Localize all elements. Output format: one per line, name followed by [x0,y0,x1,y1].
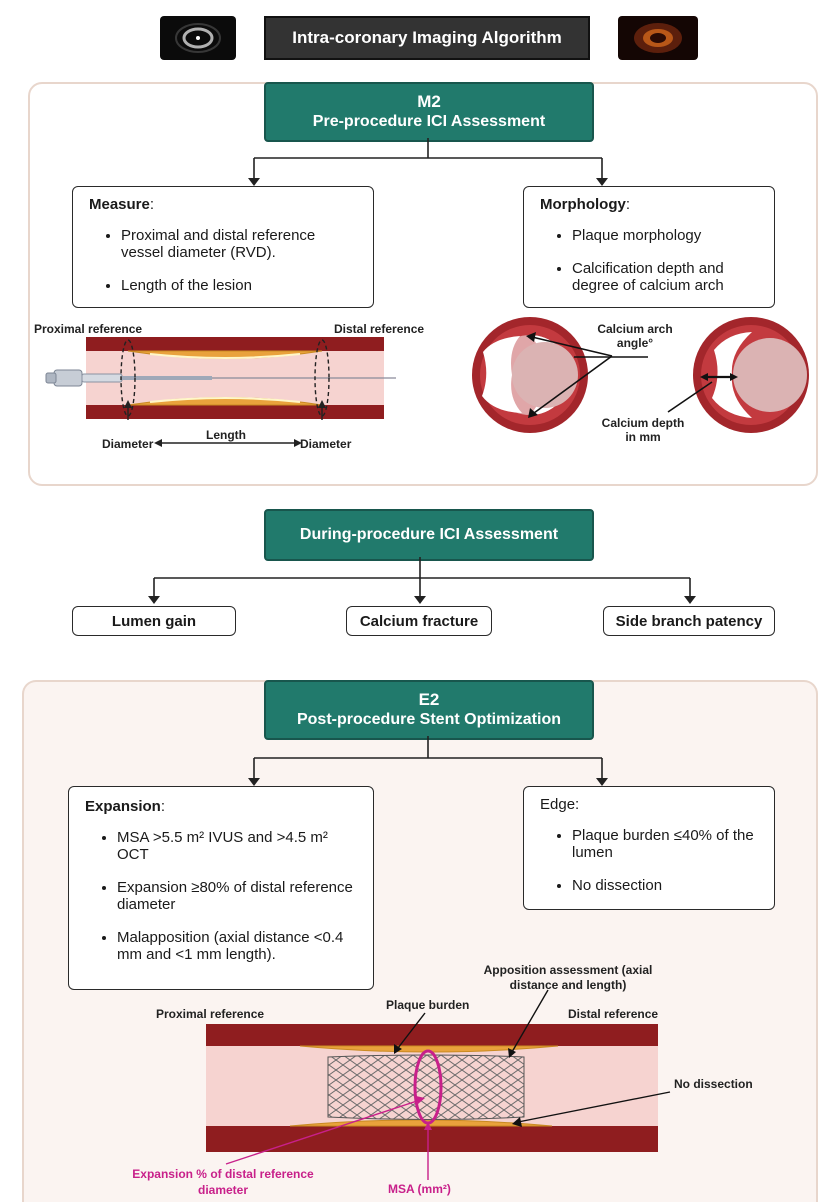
stent-vessel-wall-bottom [206,1126,658,1152]
ivus-thumbnail-graphic [175,23,221,53]
oct-thumbnail-graphic [634,23,682,53]
length-label: Length [206,428,246,442]
measure-box: Measure: Proximal and distal reference v… [72,186,374,308]
post-procedure-title: Post-procedure Stent Optimization [296,711,561,728]
expansion-item: Expansion ≥80% of distal reference diame… [117,879,357,913]
pre-branch-lines [253,138,603,180]
pre-arrow-right [596,178,608,186]
during-procedure-header: During-procedure ICI Assessment [264,509,594,561]
pre-procedure-header: M2 Pre-procedure ICI Assessment [264,82,594,142]
lumen-gain-box: Lumen gain [72,606,236,636]
expansion-item: Malapposition (axial distance <0.4 mm an… [117,929,357,963]
measure-heading: Measure [89,196,150,213]
title-banner: Intra-coronary Imaging Algorithm [264,16,590,60]
vessel-wall-top [86,337,384,351]
dissection-pointer [517,1091,671,1123]
edge-item: Plaque burden ≤40% of the lumen [572,827,758,861]
proximal-reference-label: Proximal reference [34,322,143,336]
ivus-thumbnail-image [160,16,236,60]
pre-procedure-code: M2 [417,92,441,111]
edge-item: No dissection [572,877,758,894]
plaque-burden-label: Plaque burden [386,998,470,1012]
pre-procedure-title: Pre-procedure ICI Assessment [312,113,546,130]
expansion-heading: Expansion [85,798,161,815]
apposition-label: Apposition assessment (axial distance an… [483,963,653,992]
msa-label: MSA (mm²) [388,1182,451,1196]
measure-item: Proximal and distal reference vessel dia… [121,227,357,261]
plaque-highlight [149,397,301,403]
edge-heading: Edge [540,796,576,813]
post-procedure-code: E2 [418,690,440,709]
arch-arrow-lower [533,355,613,414]
proximal-diameter-marker [120,339,136,417]
expansion-pointer [225,1099,421,1165]
measure-item: Length of the lesion [121,277,357,294]
no-dissection-label: No dissection [674,1077,753,1091]
stent-mesh [327,1054,525,1120]
diameter-label-left: Diameter [102,437,154,451]
expansion-percent-label: Expansion % of distal reference diameter [132,1167,314,1197]
pre-arrow-left [248,178,260,186]
distal-reference-label: Distal reference [334,322,425,336]
diameter-label-right: Diameter [300,437,352,451]
edge-box: Edge: Plaque burden ≤40% of the lumen No… [523,786,775,910]
calcium-fracture-box: Calcium fracture [346,606,492,636]
oct-thumbnail-image [618,16,698,60]
depth-pointer [667,381,713,413]
morphology-item: Plaque morphology [572,227,758,244]
stent-vessel-wall-top [206,1024,658,1046]
post-procedure-header: E2 Post-procedure Stent Optimization [264,680,594,740]
calcium-arch-label: Calcium arch angle° [597,322,673,350]
plaque-burden-pointer [397,1012,426,1049]
post-distal-reference-label: Distal reference [568,1007,659,1021]
plaque-highlight [149,353,301,359]
arch-arrow-upper [531,336,613,357]
side-branch-patency-box: Side branch patency [603,606,775,636]
calcium-depth-label: Calcium depth in mm [601,416,685,444]
distal-diameter-marker [314,339,330,417]
during-procedure-title: During-procedure ICI Assessment [299,526,559,543]
morphology-box: Morphology: Plaque morphology Calcificat… [523,186,775,308]
page-title: Intra-coronary Imaging Algorithm [292,28,562,47]
apposition-pointer [511,989,549,1053]
morphology-heading: Morphology [540,196,626,213]
expansion-box: Expansion: MSA >5.5 m² IVUS and >4.5 m² … [68,786,374,990]
calcium-arch-cross-section [472,317,588,433]
expansion-item: MSA >5.5 m² IVUS and >4.5 m² OCT [117,829,357,863]
vessel-wall-bottom [86,405,384,419]
stent-plaque-top [299,1045,559,1053]
morphology-item: Calcification depth and degree of calciu… [572,260,758,294]
post-proximal-reference-label: Proximal reference [156,1007,265,1021]
catheter-icon [45,369,212,387]
